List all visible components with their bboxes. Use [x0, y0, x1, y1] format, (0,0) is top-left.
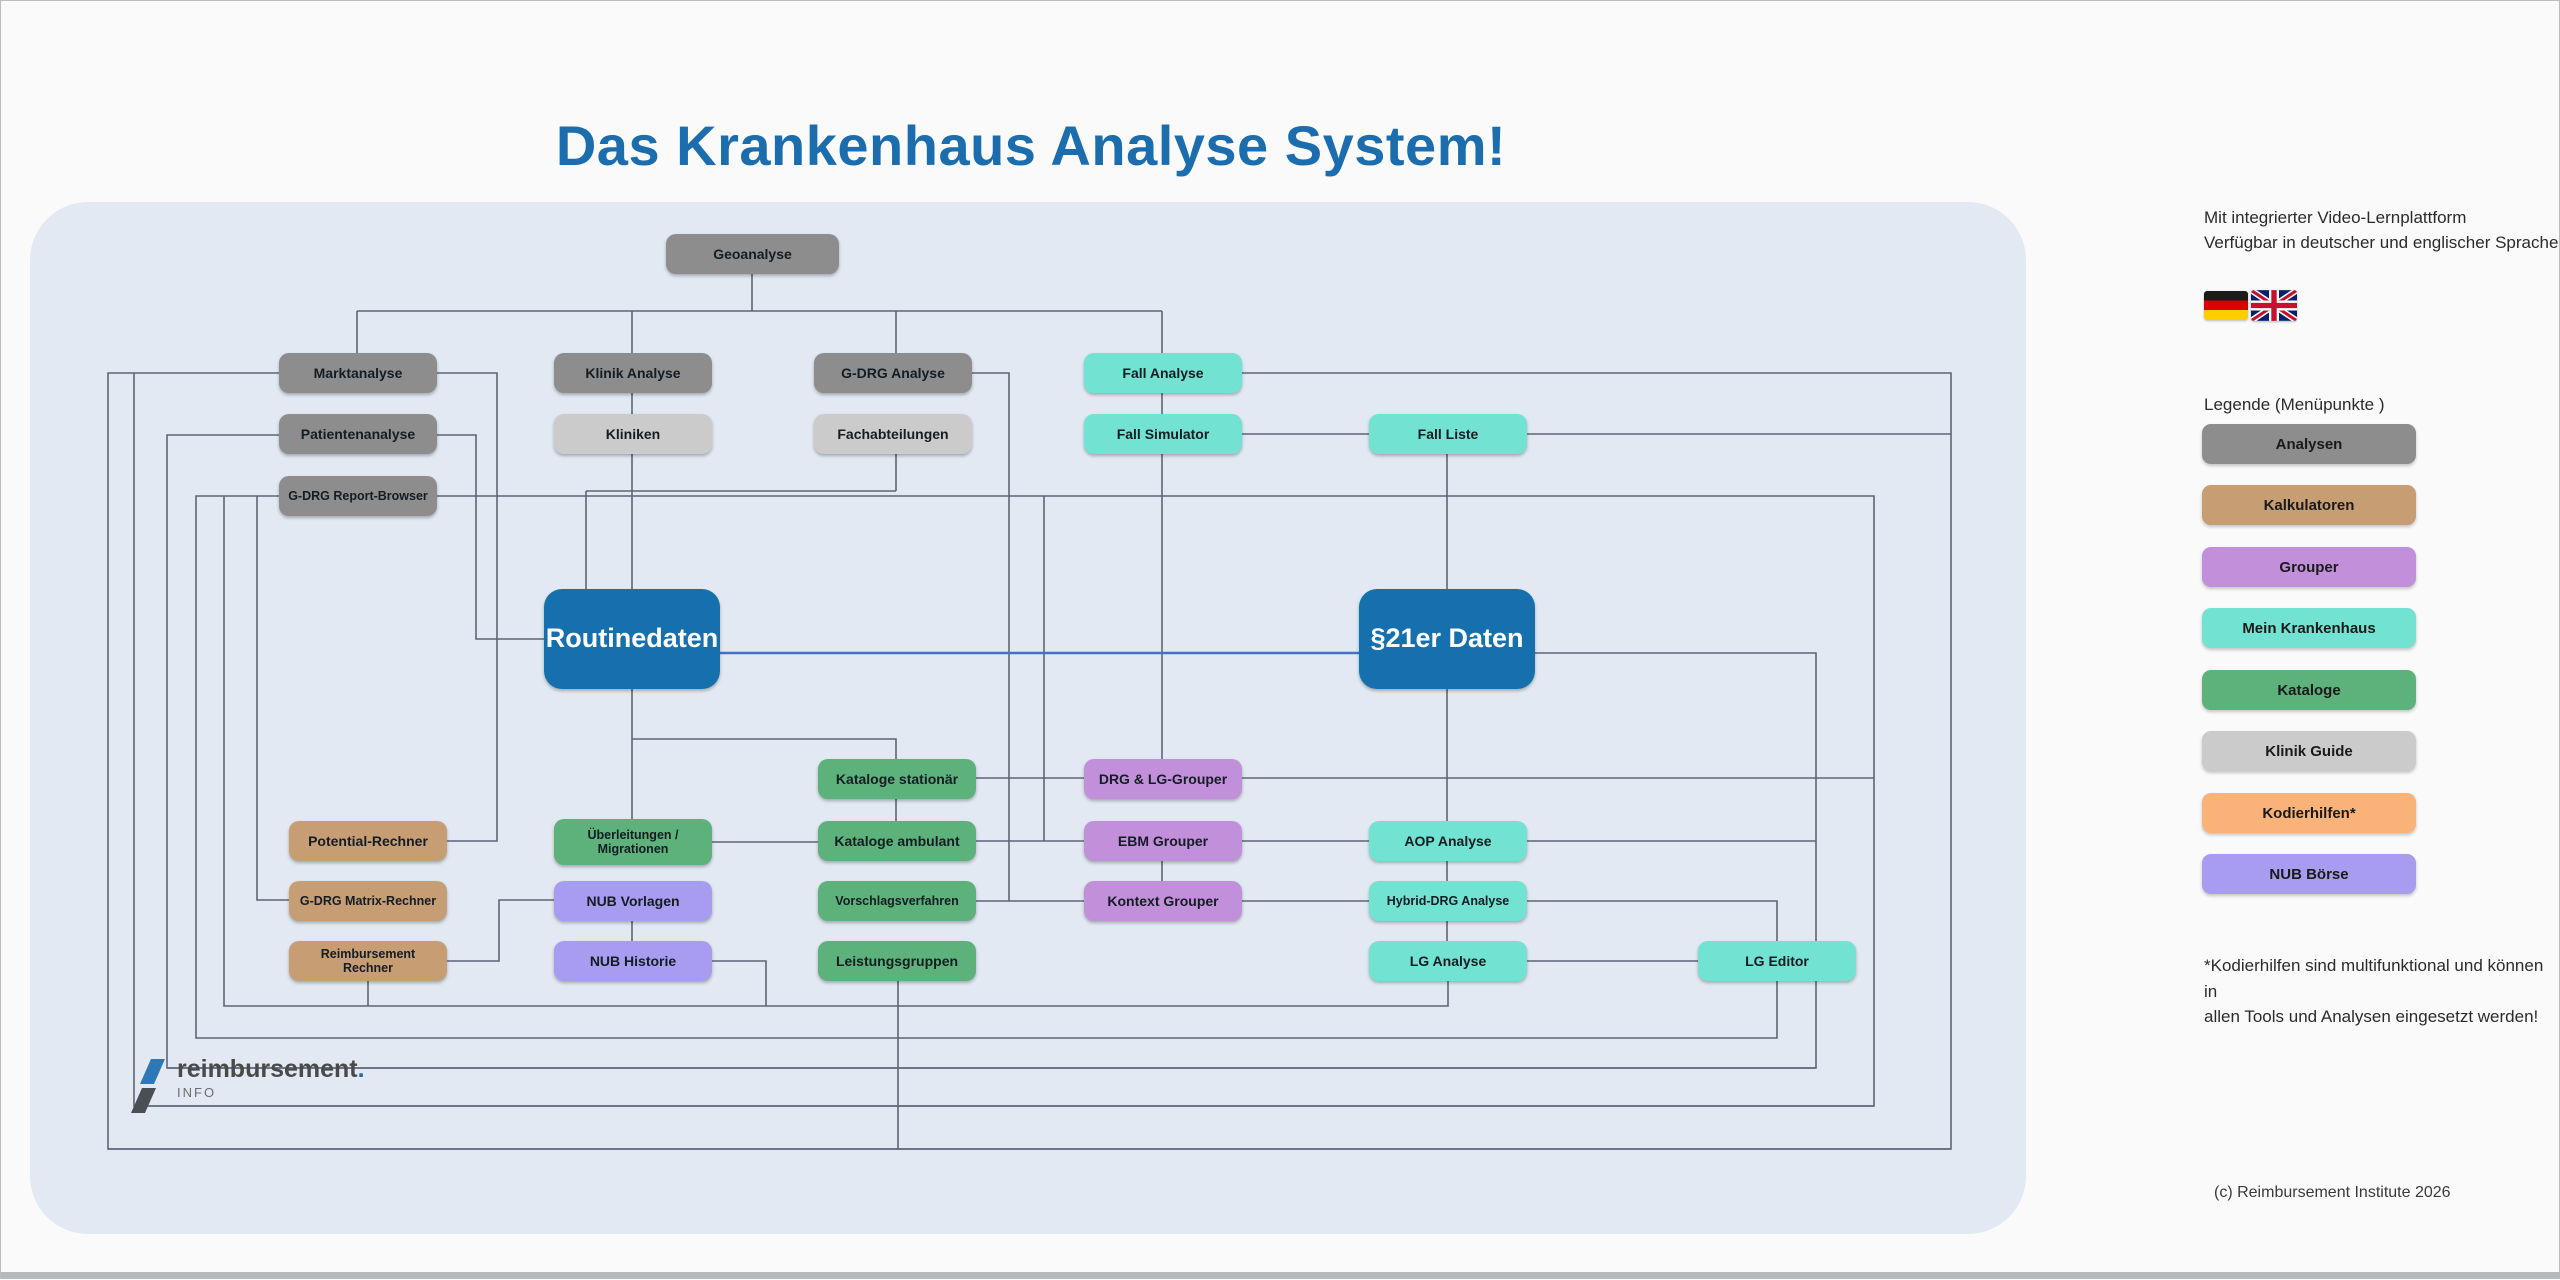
logo-subtitle: INFO: [177, 1085, 217, 1100]
node-fall-analyse: Fall Analyse: [1084, 353, 1242, 393]
node-marktanalyse: Marktanalyse: [279, 353, 437, 393]
node-patientenanalyse: Patientenanalyse: [279, 414, 437, 454]
logo-bolt-icon: [131, 1059, 165, 1113]
kodierhilfen-footnote: *Kodierhilfen sind multifunktional und k…: [2204, 953, 2559, 1030]
node-fall-simulator: Fall Simulator: [1084, 414, 1242, 454]
node-ueberleitungen-migrationen: Überleitungen / Migrationen: [554, 819, 712, 865]
page-title: Das Krankenhaus Analyse System!: [555, 113, 1507, 177]
node-lg-analyse: LG Analyse: [1369, 941, 1527, 981]
intro-line-1: Mit integrierter Video-Lernplattform: [2204, 208, 2467, 227]
legend-item-kataloge: Kataloge: [2202, 670, 2416, 710]
node-ebm-grouper: EBM Grouper: [1084, 821, 1242, 861]
node-gdrg-report-browser: G-DRG Report-Browser: [279, 476, 437, 516]
legend-item-grouper: Grouper: [2202, 547, 2416, 587]
legend-title: Legende (Menüpunkte ): [2204, 395, 2385, 414]
node-drg-lg-grouper: DRG & LG-Grouper: [1084, 759, 1242, 799]
node-klinik-analyse: Klinik Analyse: [554, 353, 712, 393]
node-kliniken: Kliniken: [554, 414, 712, 454]
node-fachabteilungen: Fachabteilungen: [814, 414, 972, 454]
node-kataloge-ambulant: Kataloge ambulant: [818, 821, 976, 861]
node-potential-rechner: Potential-Rechner: [289, 821, 447, 861]
node-kataloge-stationaer: Kataloge stationär: [818, 759, 976, 799]
legend-item-kalkulatoren: Kalkulatoren: [2202, 485, 2416, 525]
node-gdrg-matrix-rechner: G-DRG Matrix-Rechner: [289, 881, 447, 921]
node-kontext-grouper: Kontext Grouper: [1084, 881, 1242, 921]
node-nub-historie: NUB Historie: [554, 941, 712, 981]
footnote-line-1: *Kodierhilfen sind multifunktional und k…: [2204, 956, 2544, 1001]
uk-flag-icon: [2251, 290, 2297, 321]
node-leistungsgruppen: Leistungsgruppen: [818, 941, 976, 981]
legend-item-klinik-guide: Klinik Guide: [2202, 731, 2416, 771]
intro-text: Mit integrierter Video-Lernplattform Ver…: [2204, 206, 2558, 255]
legend-item-nub-boerse: NUB Börse: [2202, 854, 2416, 894]
logo-dot: .: [357, 1055, 365, 1083]
legend-item-mein-krankenhaus: Mein Krankenhaus: [2202, 608, 2416, 648]
node-lg-editor: LG Editor: [1698, 941, 1856, 981]
node-reimbursement-rechner: Reimbursement Rechner: [289, 941, 447, 981]
footnote-line-2: allen Tools und Analysen eingesetzt werd…: [2204, 1007, 2539, 1026]
logo-wordmark: reimbursement.: [177, 1055, 365, 1083]
legend-item-analysen: Analysen: [2202, 424, 2416, 464]
window-bottom-edge: [1, 1272, 2560, 1278]
node-vorschlagsverfahren: Vorschlagsverfahren: [818, 881, 976, 921]
node-geoanalyse: Geoanalyse: [666, 234, 839, 274]
copyright-text: (c) Reimbursement Institute 2026: [2214, 1184, 2451, 1201]
node-routinedaten: Routinedaten: [544, 589, 720, 689]
intro-line-2: Verfügbar in deutscher und englischer Sp…: [2204, 232, 2559, 252]
node-gdrg-analyse: G-DRG Analyse: [814, 353, 972, 393]
node-s21er-daten: §21er Daten: [1359, 589, 1535, 689]
node-nub-vorlagen: NUB Vorlagen: [554, 881, 712, 921]
reimbursement-logo: reimbursement. INFO: [129, 1057, 365, 1115]
german-flag-icon: [2204, 291, 2248, 320]
legend-item-kodierhilfen: Kodierhilfen*: [2202, 793, 2416, 833]
node-fall-liste: Fall Liste: [1369, 414, 1527, 454]
node-hybrid-drg-analyse: Hybrid-DRG Analyse: [1369, 881, 1527, 921]
node-aop-analyse: AOP Analyse: [1369, 821, 1527, 861]
